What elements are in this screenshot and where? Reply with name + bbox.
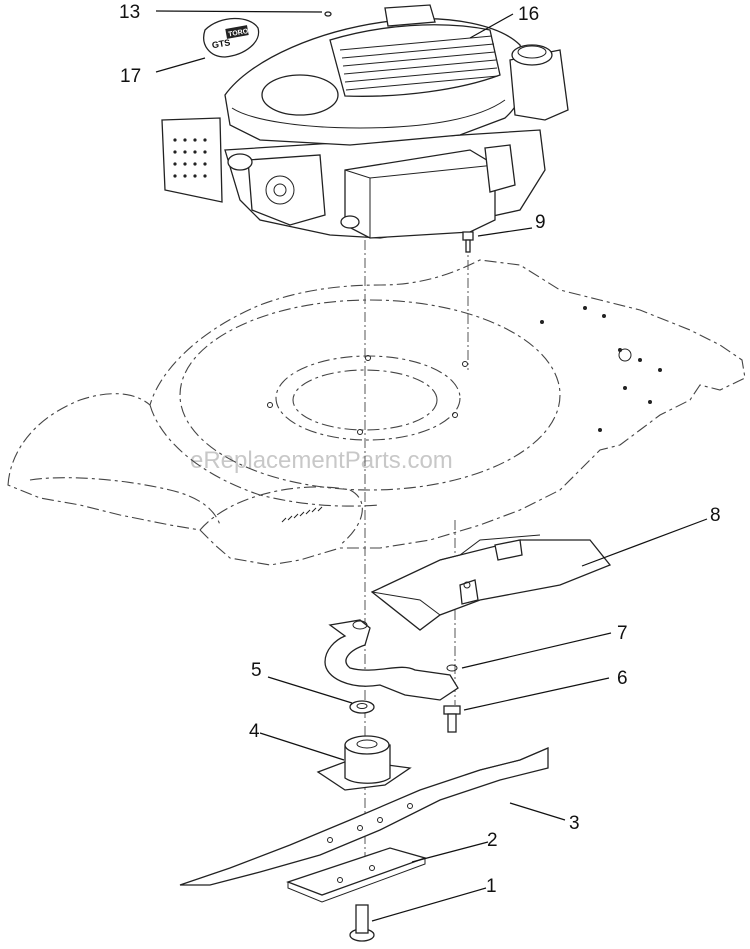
callout-1: 1	[486, 876, 497, 897]
deck-vent-slots	[281, 506, 323, 523]
blade-adapter-4	[316, 735, 412, 791]
callout-2: 2	[487, 830, 498, 851]
watermark-text: eReplacementParts.com	[190, 447, 453, 474]
bolt-6	[443, 705, 461, 733]
decal-brand-text: TORO	[228, 28, 250, 38]
bolt-1	[349, 904, 375, 942]
callout-5: 5	[251, 660, 262, 681]
callout-leaders	[155, 10, 708, 922]
grille-slats	[339, 35, 499, 91]
washer-5	[349, 700, 375, 714]
mower-deck	[7, 259, 746, 566]
callout-16: 16	[518, 4, 539, 25]
ignition-coil	[484, 144, 516, 193]
callout-6: 6	[617, 668, 628, 689]
callout-8: 8	[710, 505, 721, 526]
callout-17: 17	[120, 66, 141, 87]
spark-plug-boot	[227, 153, 253, 171]
callout-7: 7	[617, 623, 628, 644]
callout-3: 3	[569, 813, 580, 834]
engine-heat-shield	[161, 117, 223, 203]
deck-rear-holes	[540, 306, 662, 432]
decal-model-text: GTS	[211, 37, 231, 50]
engine	[161, 4, 569, 239]
engine-lift-bracket	[384, 4, 436, 27]
shroud-grille	[329, 24, 501, 97]
callout-13: 13	[119, 2, 140, 23]
blade-3	[179, 747, 549, 886]
bracket-7	[324, 619, 459, 701]
heat-shield-holes	[173, 138, 207, 178]
shroud-decal-recess	[261, 74, 339, 116]
callout-numbers: 13 16 17 9 8 7 6 5 4 3 2 1	[119, 2, 721, 897]
baffle-8	[370, 534, 612, 631]
bolt-9	[462, 231, 474, 253]
oil-fill-cap	[511, 44, 553, 66]
screw-13	[324, 11, 332, 17]
engine-decal-17: TORO GTS	[203, 17, 260, 58]
callout-4: 4	[249, 721, 260, 742]
callout-9: 9	[535, 212, 546, 233]
